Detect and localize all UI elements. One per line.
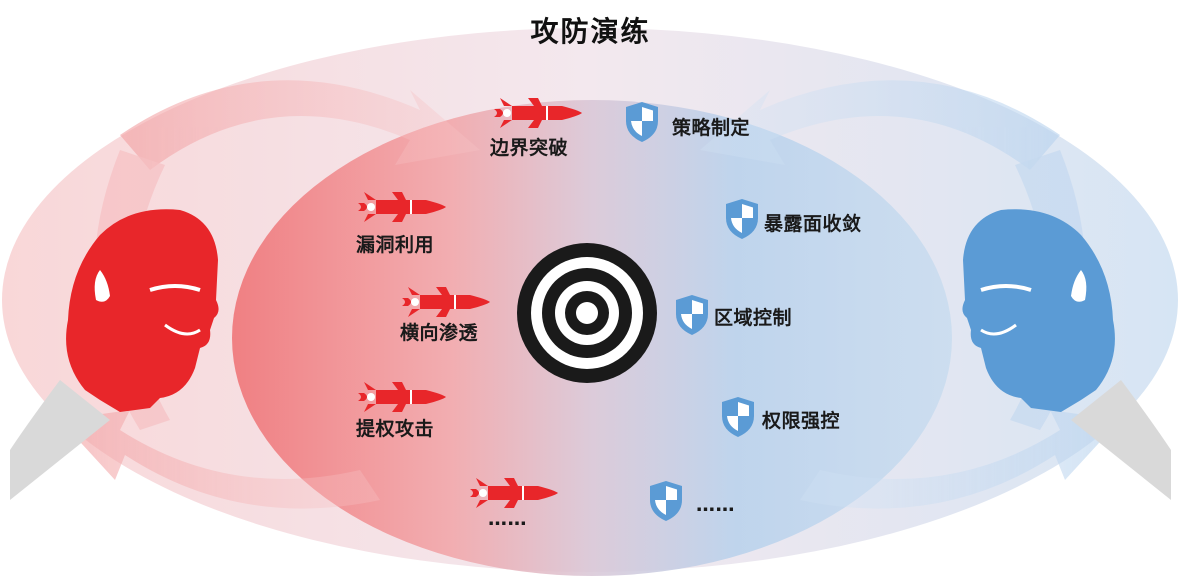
- rocket-icon: [356, 190, 446, 228]
- rocket-icon: [492, 96, 582, 134]
- target-icon: [517, 243, 657, 383]
- defense-item-label: 区域控制: [714, 307, 793, 329]
- attack-item-label: 漏洞利用: [356, 234, 435, 256]
- shield-icon: [674, 294, 710, 340]
- defense-item-label: ……: [696, 494, 735, 516]
- attack-item-label: 横向渗透: [400, 322, 479, 344]
- diagram-title: 攻防演练: [530, 15, 651, 48]
- shield-icon: [648, 480, 684, 526]
- attack-item-label: ……: [488, 508, 527, 530]
- shield-icon: [624, 101, 660, 147]
- attacker-avatar: [10, 209, 219, 500]
- attack-item-label: 边界突破: [490, 137, 569, 159]
- rocket-icon: [400, 285, 490, 323]
- rocket-icon: [356, 380, 446, 418]
- defense-item-label: 暴露面收敛: [764, 213, 862, 235]
- shield-icon: [720, 396, 756, 442]
- attack-item-label: 提权攻击: [356, 418, 435, 440]
- defender-avatar: [962, 209, 1171, 500]
- rocket-icon: [468, 476, 558, 514]
- defense-item-label: 策略制定: [672, 117, 751, 139]
- defense-item-label: 权限强控: [762, 410, 841, 432]
- shield-icon: [724, 198, 760, 244]
